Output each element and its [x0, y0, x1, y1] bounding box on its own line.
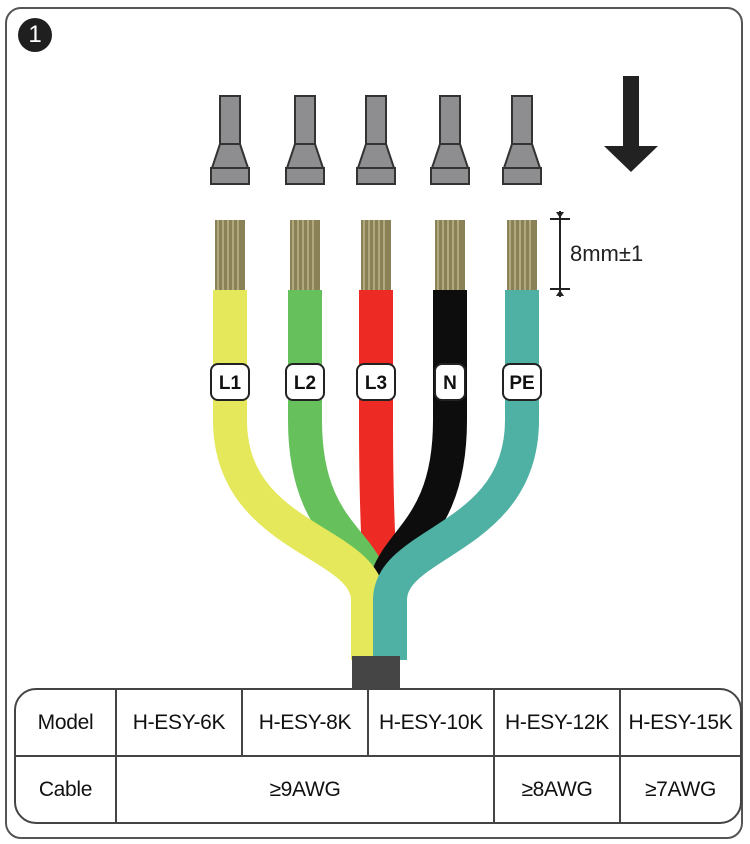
- cable-row: Cable ≥9AWG ≥8AWG ≥7AWG: [16, 755, 740, 822]
- model-cell: H-ESY-8K: [241, 690, 369, 757]
- cable-cell: ≥9AWG: [115, 755, 495, 822]
- model-cell: H-ESY-12K: [493, 690, 621, 757]
- copper-strands: [435, 220, 465, 290]
- wire-label-text: L1: [219, 373, 242, 394]
- strip-length-text: 8mm±1: [570, 241, 643, 266]
- wire-label-tag: L1: [210, 363, 250, 401]
- wire-label-text: N: [443, 373, 457, 394]
- wire-label-tag: L2: [285, 363, 325, 401]
- step-number-badge: 1: [18, 18, 52, 52]
- copper-strands: [215, 220, 245, 290]
- copper-strands: [507, 220, 537, 290]
- wire-l1: [213, 290, 385, 660]
- model-row: Model H-ESY-6K H-ESY-8K H-ESY-10K H-ESY-…: [16, 690, 740, 757]
- cable-sheath: [352, 656, 400, 690]
- model-header: Model: [16, 690, 117, 757]
- cable-header: Cable: [16, 755, 117, 822]
- copper-strands: [361, 220, 391, 290]
- wire-label-tag: PE: [502, 363, 542, 401]
- cable-cell: ≥8AWG: [493, 755, 621, 822]
- wire-pe: [373, 290, 539, 660]
- strip-length-dimension: 8mm±1: [550, 211, 643, 297]
- wire-label-text: PE: [509, 373, 534, 394]
- wire-label-text: L3: [365, 373, 387, 394]
- ferrule-icon: [430, 95, 470, 185]
- ferrule-icon: [285, 95, 325, 185]
- spec-table: Model H-ESY-6K H-ESY-8K H-ESY-10K H-ESY-…: [14, 688, 742, 824]
- down-arrow-icon: [604, 76, 658, 172]
- ferrule-icon: [356, 95, 396, 185]
- ferrule-icon: [210, 95, 250, 185]
- model-cell: H-ESY-6K: [115, 690, 243, 757]
- wire-label-tag: N: [434, 363, 466, 401]
- model-cell: H-ESY-10K: [367, 690, 495, 757]
- cable-cell: ≥7AWG: [619, 755, 740, 822]
- model-cell: H-ESY-15K: [619, 690, 740, 757]
- wire-label-text: L2: [294, 373, 316, 394]
- ferrule-icon: [502, 95, 542, 185]
- wire-label-tag: L3: [356, 363, 396, 401]
- copper-strands: [290, 220, 320, 290]
- diagram-frame: [5, 7, 743, 839]
